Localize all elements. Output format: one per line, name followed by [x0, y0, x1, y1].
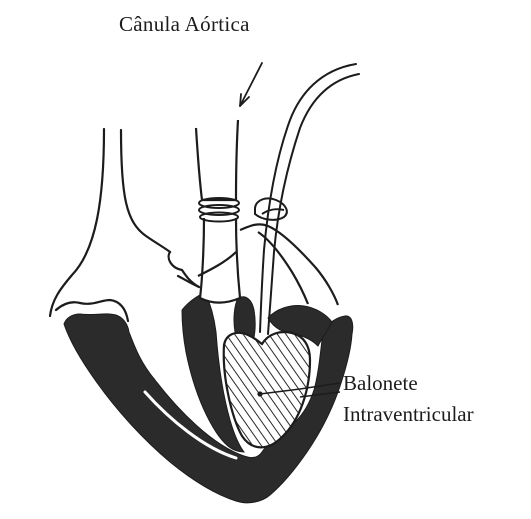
aortic-cannula-label: Cânula Aórtica: [119, 14, 250, 35]
atrium-outlines: [50, 129, 199, 321]
heart-muscle: [64, 292, 353, 503]
balloon-label-line2: Intraventricular: [343, 404, 474, 425]
balloon-label-line1: Balonete: [343, 373, 418, 394]
pointer-arrow: [240, 63, 262, 106]
purse-string-ties: [199, 198, 287, 222]
